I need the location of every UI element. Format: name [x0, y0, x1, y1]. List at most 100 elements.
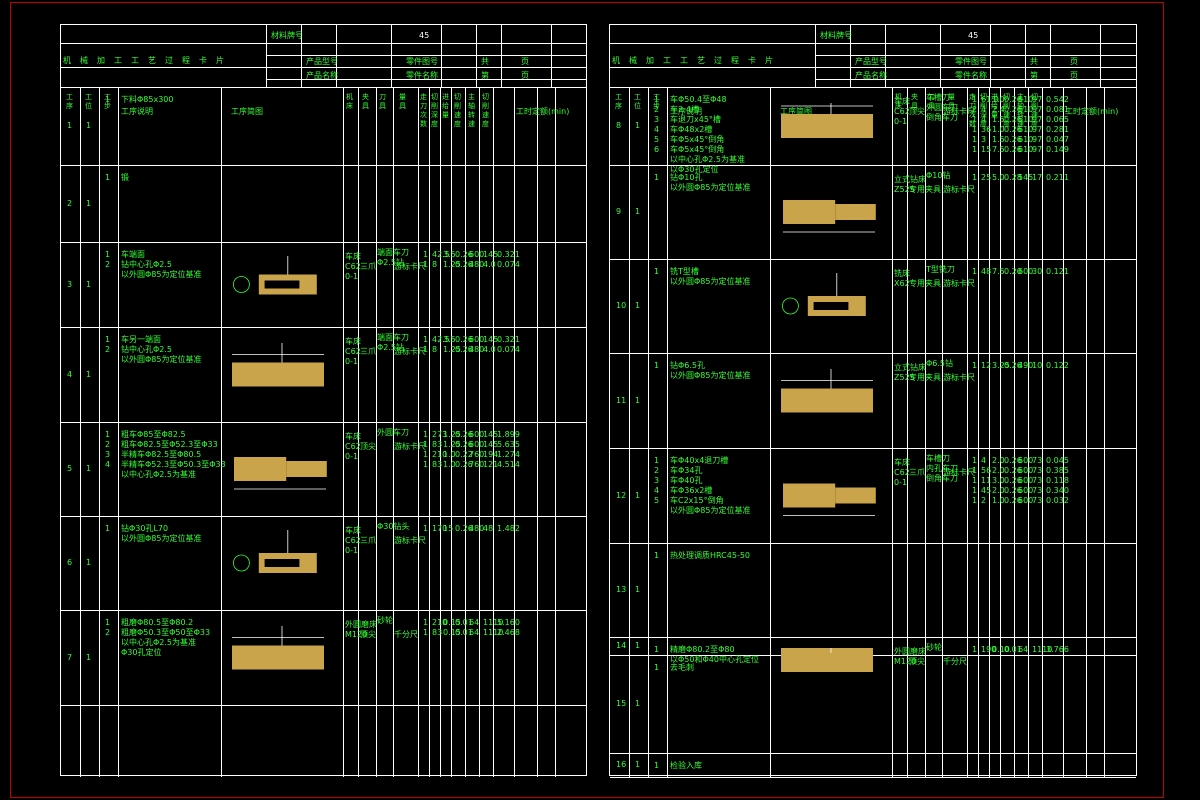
cutting-tool: T型铣刀 — [926, 265, 955, 274]
column-header: 机床 — [346, 93, 353, 110]
grid-line-h — [610, 637, 1136, 638]
process-value: 17 — [1032, 173, 1043, 182]
column-header: 工位 — [634, 93, 641, 110]
grid-line-v — [815, 25, 816, 87]
step-number: 1 — [654, 645, 660, 654]
header-cell: 第 — [481, 71, 489, 80]
gauge: 游标卡尺 — [394, 536, 426, 545]
header-cell: 页 — [1070, 57, 1078, 66]
process-value: 1 — [972, 173, 978, 182]
column-header: 工序简图 — [231, 107, 263, 116]
grid-line-h — [61, 705, 586, 706]
grid-line-h — [61, 87, 586, 88]
station-number: 1 — [635, 207, 641, 216]
station-number: 1 — [635, 699, 641, 708]
op-number: 3 — [67, 279, 73, 289]
station-number: 1 — [635, 490, 641, 500]
grid-line-v — [376, 87, 377, 777]
grid-line-v — [1025, 25, 1026, 87]
step-description: 热处理调质HRC45-50 — [670, 551, 751, 560]
grid-line-v — [892, 87, 893, 777]
process-value: 3.766 — [1046, 645, 1069, 654]
grid-line-v — [118, 87, 119, 777]
step-number: 1 — [105, 524, 111, 533]
grid-line-v — [667, 87, 668, 777]
process-value: 64 — [1018, 645, 1029, 654]
station-number: 1 — [635, 395, 641, 405]
grid-line-v — [479, 87, 480, 777]
station-number: 1 — [86, 652, 92, 662]
process-value: 0.121 — [1046, 267, 1069, 276]
process-sketch — [234, 457, 327, 490]
gauge: 千分尺 — [394, 630, 418, 639]
grid-line-v — [989, 87, 990, 777]
process-sketch — [781, 273, 866, 316]
op-number: 13 — [616, 585, 627, 594]
material-value: 45 — [968, 31, 979, 40]
grid-line-v — [429, 87, 430, 777]
op-number: 9 — [616, 207, 622, 216]
process-sketch — [781, 369, 873, 413]
grid-line-v — [648, 87, 649, 777]
header-cell: 页 — [1070, 71, 1078, 80]
process-sketch — [232, 626, 324, 670]
process-value: 190 — [981, 645, 997, 654]
grid-line-v — [336, 25, 337, 87]
column-header: 工步 — [653, 93, 660, 110]
grid-line-v — [907, 87, 908, 777]
op-number: 16 — [616, 760, 627, 769]
gauge: 游标卡尺 — [394, 262, 426, 271]
process-value: 480 — [469, 524, 485, 533]
column-header: 工序简图 — [780, 107, 812, 116]
fixture: 三爪 — [360, 262, 376, 271]
station-number: 1 — [635, 585, 641, 594]
grid-line-v — [1063, 87, 1064, 777]
grid-line-h — [610, 353, 1136, 354]
column-header: 切削速度 — [454, 93, 461, 128]
op-number: 2 — [67, 198, 73, 208]
step-description: 检验入库 — [670, 761, 702, 770]
op-number: 15 — [616, 699, 627, 708]
process-value: 1 — [972, 267, 978, 276]
column-header: 进给量 — [991, 93, 998, 119]
grid-line-h — [815, 55, 1136, 56]
material-label: 材料牌号 — [271, 31, 303, 40]
sheet-title: 机械加工工艺过程卡片 — [612, 56, 782, 65]
op-number: 10 — [616, 301, 627, 310]
column-header: 切削深度 — [980, 93, 987, 128]
grid-line-h — [61, 422, 586, 423]
column-header: 工步 — [104, 93, 111, 110]
grid-line-v — [1050, 25, 1051, 87]
header-cell: 共 — [1030, 57, 1038, 66]
grid-line-h — [266, 79, 586, 80]
header-cell: 共 — [481, 57, 489, 66]
column-header: 夹具 — [362, 93, 369, 110]
process-value: 0.26 — [455, 524, 473, 533]
grid-line-h — [61, 327, 586, 328]
step-number: 1 — [654, 267, 660, 276]
step-number: 1 — [654, 761, 660, 770]
column-header: 切削深度 — [431, 93, 438, 128]
grid-line-v — [885, 25, 886, 87]
process-value: 0.28 — [1004, 173, 1022, 182]
column-header: 工位 — [85, 93, 92, 110]
